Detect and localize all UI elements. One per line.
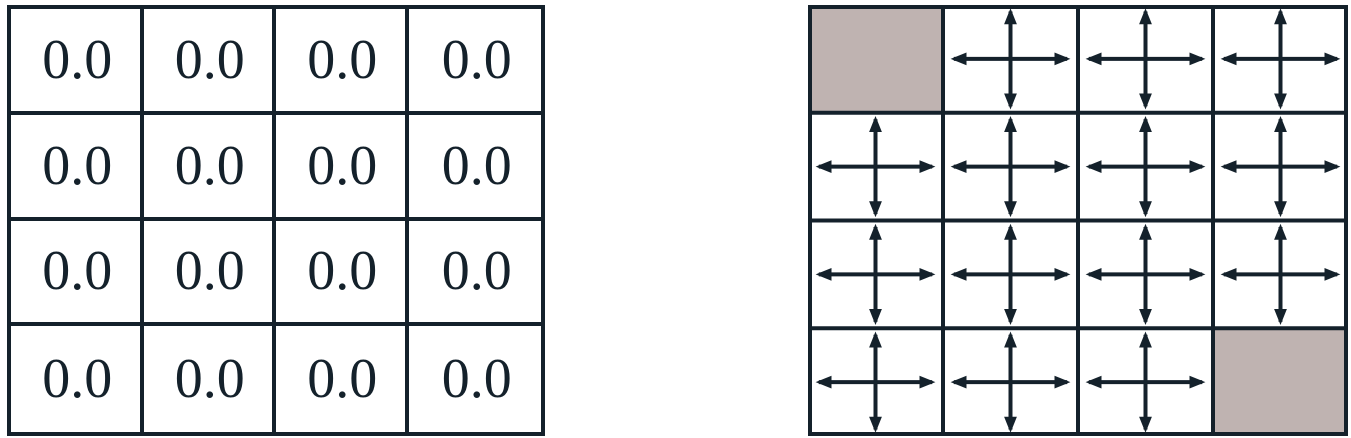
- value-cell: 0.0: [11, 326, 144, 432]
- four-way-arrow-icon: [1085, 223, 1206, 325]
- terminal-cell: [808, 5, 943, 113]
- policy-cell: [943, 5, 1078, 113]
- value-cell: 0.0: [143, 9, 276, 115]
- four-way-arrow-icon: [1220, 116, 1341, 218]
- four-way-arrow-icon: [815, 331, 936, 433]
- four-way-arrow-icon: [950, 8, 1071, 110]
- policy-cell: [808, 328, 943, 436]
- four-way-arrow-icon: [1085, 8, 1206, 110]
- four-way-arrow-icon: [815, 116, 936, 218]
- policy-cell: [808, 112, 943, 221]
- policy-cell: [943, 220, 1078, 329]
- four-way-arrow-icon: [950, 331, 1071, 433]
- policy-cell: [1078, 328, 1213, 436]
- value-cell: 0.0: [408, 9, 541, 115]
- four-way-arrow-icon: [1085, 331, 1206, 433]
- value-cell: 0.0: [441, 348, 512, 411]
- value-cell: 0.0: [276, 9, 409, 115]
- value-cell: 0.0: [408, 221, 541, 327]
- value-cell: 0.0: [276, 114, 409, 221]
- four-way-arrow-icon: [950, 116, 1071, 218]
- policy-cell: [1213, 5, 1348, 113]
- policy-cell: [1078, 112, 1213, 221]
- value-cell: 0.0: [11, 114, 144, 221]
- four-way-arrow-icon: [1085, 116, 1206, 218]
- value-cell: 0.0: [276, 326, 409, 432]
- policy-cell: [1213, 220, 1348, 329]
- four-way-arrow-icon: [1220, 8, 1341, 110]
- policy-cell: [808, 220, 943, 329]
- value-cell: 0.0: [143, 114, 276, 221]
- terminal-cell: [1213, 328, 1348, 436]
- value-cell: 0.0: [408, 115, 541, 221]
- policy-cell: [1078, 5, 1213, 113]
- policy-cell: [943, 328, 1078, 436]
- four-way-arrow-icon: [815, 223, 936, 325]
- policy-cell: [1078, 220, 1213, 329]
- value-cell: 0.0: [11, 9, 144, 115]
- value-cell: 0.0: [276, 220, 409, 327]
- four-way-arrow-icon: [1220, 223, 1341, 325]
- value-cell: 0.0: [144, 326, 276, 432]
- policy-cell: [1213, 112, 1348, 221]
- policy-cell: [943, 112, 1078, 221]
- value-cell: 0.0: [11, 220, 144, 327]
- value-cell: 0.0: [143, 220, 276, 327]
- policy-grid: [808, 5, 1348, 436]
- four-way-arrow-icon: [950, 223, 1071, 325]
